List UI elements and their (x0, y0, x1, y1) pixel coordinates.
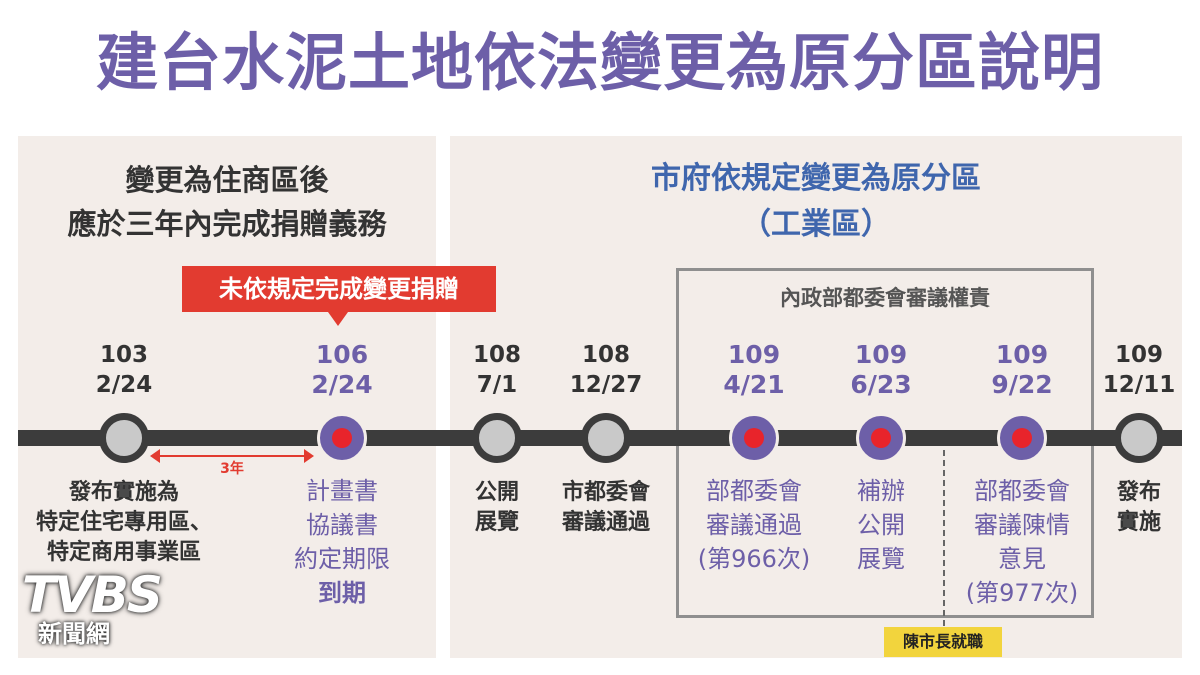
left-heading-line2: 應於三年內完成捐贈義務 (67, 207, 387, 241)
milestone-description-line: 協議書 (306, 511, 378, 539)
milestone-description-line: 發布實施為 (68, 480, 179, 505)
milestone-description-line: 補辦 (857, 477, 905, 505)
milestone-description: 公開展覽 (387, 478, 607, 538)
milestone-day: 12/11 (1102, 372, 1176, 398)
left-panel (18, 136, 436, 658)
milestone-description-line: 約定期限 (294, 545, 390, 573)
milestone-description: 部都委會審議陳情意見 (第977次) (912, 474, 1132, 610)
milestone-node (1114, 413, 1164, 463)
milestone-year: 108 (472, 342, 521, 368)
milestone-year: 103 (99, 342, 148, 368)
milestone-description-line: 意見 (998, 545, 1046, 573)
milestone-description-line: (第977次) (965, 579, 1079, 607)
milestone-node (99, 413, 149, 463)
milestone-description: 計畫書協議書約定期限到期 (232, 474, 452, 610)
milestone-description: 補辦公開展覽 (771, 474, 991, 576)
milestone-day: 9/22 (991, 370, 1053, 399)
left-heading: 變更為住商區後 應於三年內完成捐贈義務 (18, 158, 436, 246)
milestone-description: 部都委會審議通過 (第966次) (644, 474, 864, 576)
milestone-description-line: 部都委會 (706, 477, 802, 505)
milestone-node (997, 413, 1047, 463)
milestone-description-line: (第966次) (697, 545, 811, 573)
milestone-day: 2/24 (311, 370, 373, 399)
milestone-description-line: 發布 (1116, 480, 1161, 505)
right-heading-line2: （工業區） (741, 207, 891, 242)
three-year-arrow (150, 449, 314, 463)
milestone-node (856, 413, 906, 463)
milestone-description: 市都委會審議通過 (496, 478, 716, 538)
milestone-red-dot (871, 428, 891, 448)
milestone-day: 6/23 (850, 370, 912, 399)
milestone-red-dot (332, 428, 352, 448)
milestone-description-line: 計畫書 (306, 477, 378, 505)
milestone-node (581, 413, 631, 463)
deadline-callout: 未依規定完成變更捐贈 (182, 266, 496, 312)
milestone-description-line: 到期 (318, 579, 366, 607)
milestone-description-line: 審議通過 (706, 511, 802, 539)
milestone-date: 103 2/24 (64, 340, 184, 400)
milestone-year: 109 (995, 340, 1049, 369)
milestone-day: 4/21 (723, 370, 785, 399)
milestone-year: 109 (1114, 342, 1163, 368)
mayor-tag: 陳市長就職 (884, 627, 1002, 657)
milestone-description-line: 展覽 (857, 545, 905, 573)
milestone-description-line: 審議陳情 (974, 511, 1070, 539)
milestone-node (472, 413, 522, 463)
milestone-red-dot (1012, 428, 1032, 448)
milestone-description-line: 展覽 (474, 510, 519, 535)
milestone-year: 109 (854, 340, 908, 369)
mayor-divider-line (943, 450, 945, 626)
milestone-year: 106 (315, 340, 369, 369)
ministry-review-label: 內政部都委會審議權責 (780, 286, 990, 310)
three-year-label: 3年 (220, 461, 244, 477)
milestone-description-line: 公開 (857, 511, 905, 539)
milestone-description-line: 特定住宅專用區、 (35, 510, 212, 535)
milestone-node (729, 413, 779, 463)
milestone-year: 109 (727, 340, 781, 369)
milestone-description: 發布實施 (1029, 478, 1200, 538)
milestone-description-line: 公開 (474, 480, 519, 505)
right-heading-line1: 市府依規定變更為原分區 (651, 161, 981, 196)
milestone-day: 7/1 (476, 372, 518, 398)
page-title: 建台水泥土地依法變更為原分區說明 (95, 26, 1104, 99)
milestone-description-line: 特定商用事業區 (46, 540, 201, 565)
milestone-date: 109 12/11 (1079, 340, 1199, 400)
callout-pointer (328, 312, 348, 326)
milestone-description-line: 市都委會 (561, 480, 650, 505)
milestone-node (317, 413, 367, 463)
milestone-description-line: 實施 (1116, 510, 1161, 535)
tvbs-logo-sub: 新聞網 (38, 620, 110, 648)
tvbs-logo: TVBS (22, 566, 163, 624)
left-heading-line1: 變更為住商區後 (125, 163, 329, 197)
right-heading: 市府依規定變更為原分區 （工業區） (450, 156, 1182, 248)
milestone-day: 2/24 (95, 372, 153, 398)
milestone-description-line: 部都委會 (974, 477, 1070, 505)
milestone-description-line: 審議通過 (561, 510, 650, 535)
milestone-year: 108 (581, 342, 630, 368)
milestone-red-dot (744, 428, 764, 448)
right-panel (450, 136, 1182, 658)
milestone-description: 發布實施為特定住宅專用區、特定商用事業區 (14, 478, 234, 568)
milestone-day: 12/27 (569, 372, 643, 398)
milestone-date: 108 12/27 (546, 340, 666, 400)
